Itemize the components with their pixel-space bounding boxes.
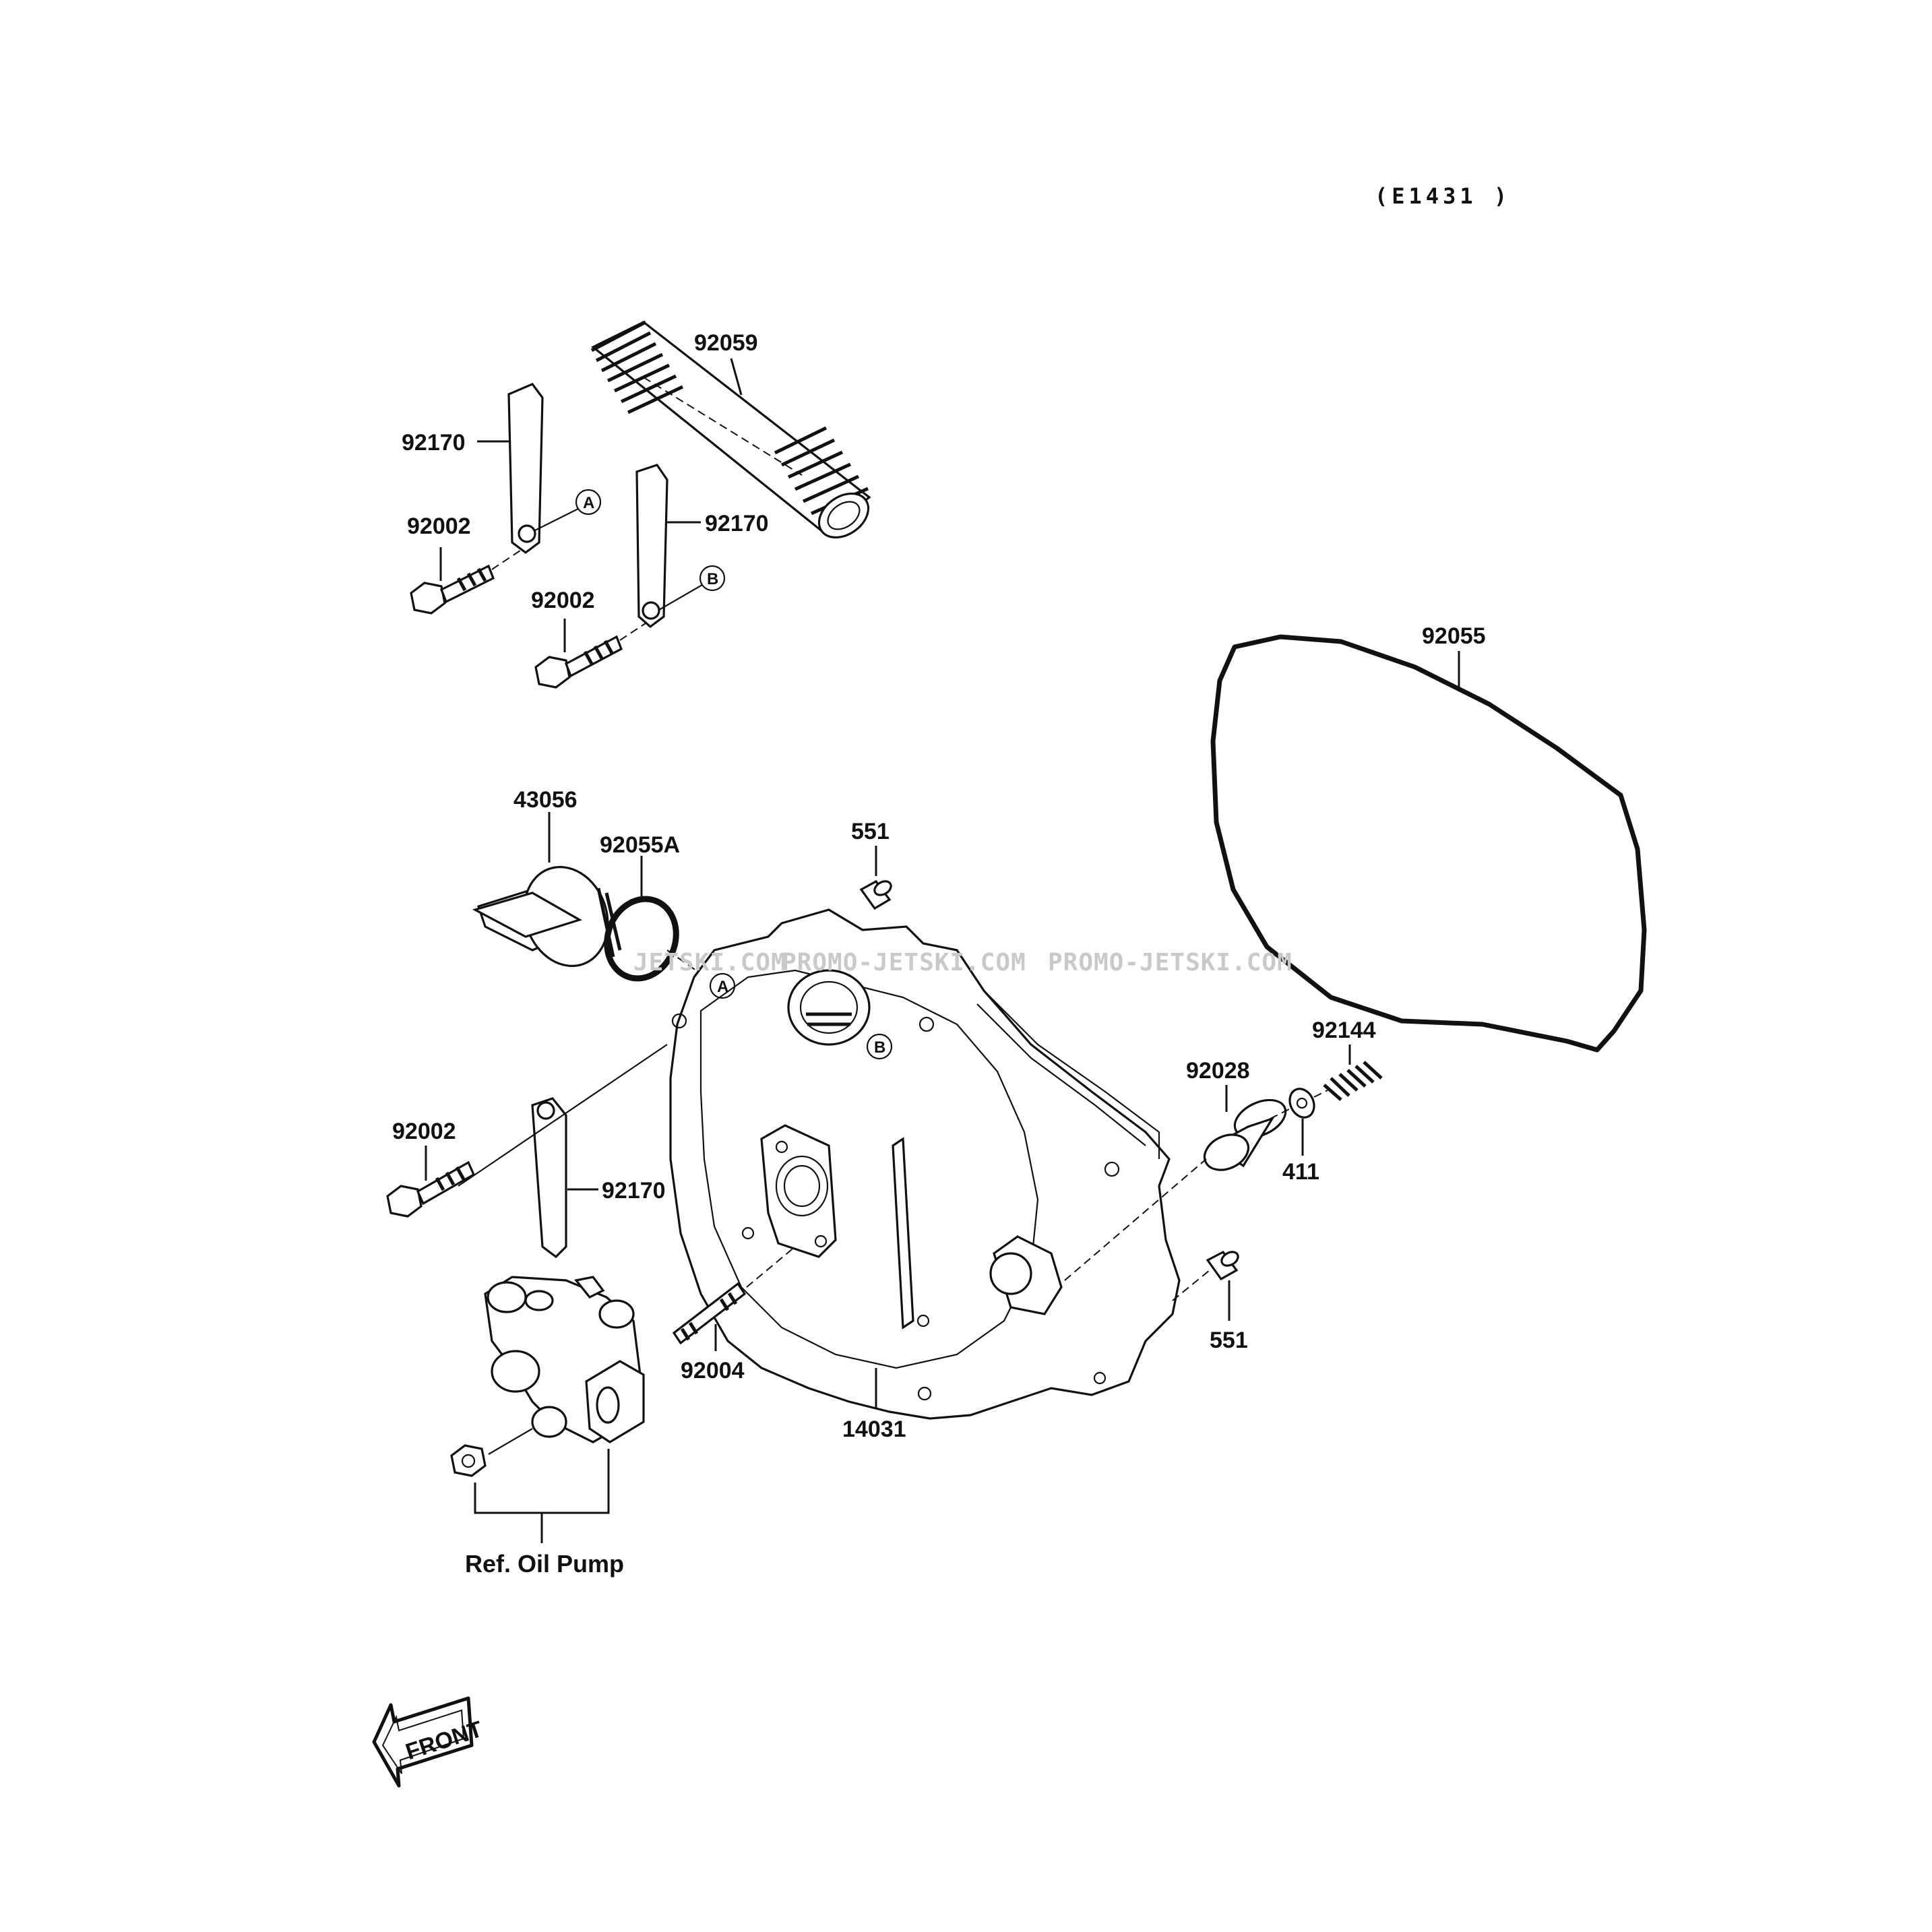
marker-b-mid: B <box>699 565 726 592</box>
dowel-551-top <box>859 879 892 910</box>
bolt-92002-low <box>386 1160 476 1218</box>
label-43056: 43056 <box>513 787 578 813</box>
label-92170-top: 92170 <box>402 430 466 456</box>
front-arrow-icon: FRONT <box>372 1696 486 1788</box>
label-14031: 14031 <box>842 1416 906 1442</box>
label-ref-oil-pump: Ref. Oil Pump <box>465 1550 624 1578</box>
svg-text:A: A <box>583 494 594 512</box>
clamp-92170-low <box>531 1097 567 1259</box>
marker-b-cover: B <box>866 1033 893 1060</box>
label-551-top: 551 <box>851 819 890 844</box>
o-ring-92055a <box>604 896 679 982</box>
label-92059: 92059 <box>694 330 758 356</box>
label-92055: 92055 <box>1422 623 1486 649</box>
label-92055a: 92055A <box>600 832 680 858</box>
label-92170-mid: 92170 <box>705 511 769 536</box>
label-92002-top: 92002 <box>407 513 471 539</box>
svg-text:B: B <box>874 1038 885 1057</box>
spring-92144 <box>1323 1061 1383 1101</box>
marker-a-cover: A <box>709 972 736 999</box>
label-92004: 92004 <box>681 1358 745 1383</box>
stud-92004 <box>672 1246 796 1345</box>
cover-14031 <box>669 908 1181 1420</box>
dowel-551-low <box>1206 1250 1239 1281</box>
label-551-low: 551 <box>1210 1328 1248 1353</box>
label-92002-mid: 92002 <box>531 588 595 613</box>
oil-pump-ref <box>484 1276 645 1443</box>
label-92002-low: 92002 <box>392 1119 456 1144</box>
cap-43056 <box>472 865 622 968</box>
svg-text:B: B <box>707 570 718 588</box>
clamp-92170-mid <box>635 464 668 629</box>
watermark-1: JETSKI.COM <box>633 949 786 976</box>
marker-a-top: A <box>575 489 602 516</box>
watermark-2: PROMO-JETSKI.COM <box>782 949 1026 976</box>
bushing-92028 <box>1203 1098 1287 1171</box>
label-92144: 92144 <box>1312 1018 1376 1043</box>
bolt-92002-mid <box>534 623 646 689</box>
label-411: 411 <box>1282 1159 1319 1185</box>
svg-text:A: A <box>717 978 728 996</box>
clamp-92170-top <box>507 383 544 554</box>
nut-ref <box>450 1444 487 1477</box>
label-92170-low: 92170 <box>602 1178 666 1204</box>
gasket-92055 <box>1210 634 1647 1053</box>
watermark-3: PROMO-JETSKI.COM <box>1048 949 1292 976</box>
hose-92059 <box>590 320 871 539</box>
bolt-92002-top <box>410 549 523 615</box>
label-92028: 92028 <box>1186 1058 1250 1084</box>
washer-411 <box>1288 1088 1315 1119</box>
diagram-code: (E1431 ) <box>1375 183 1511 209</box>
